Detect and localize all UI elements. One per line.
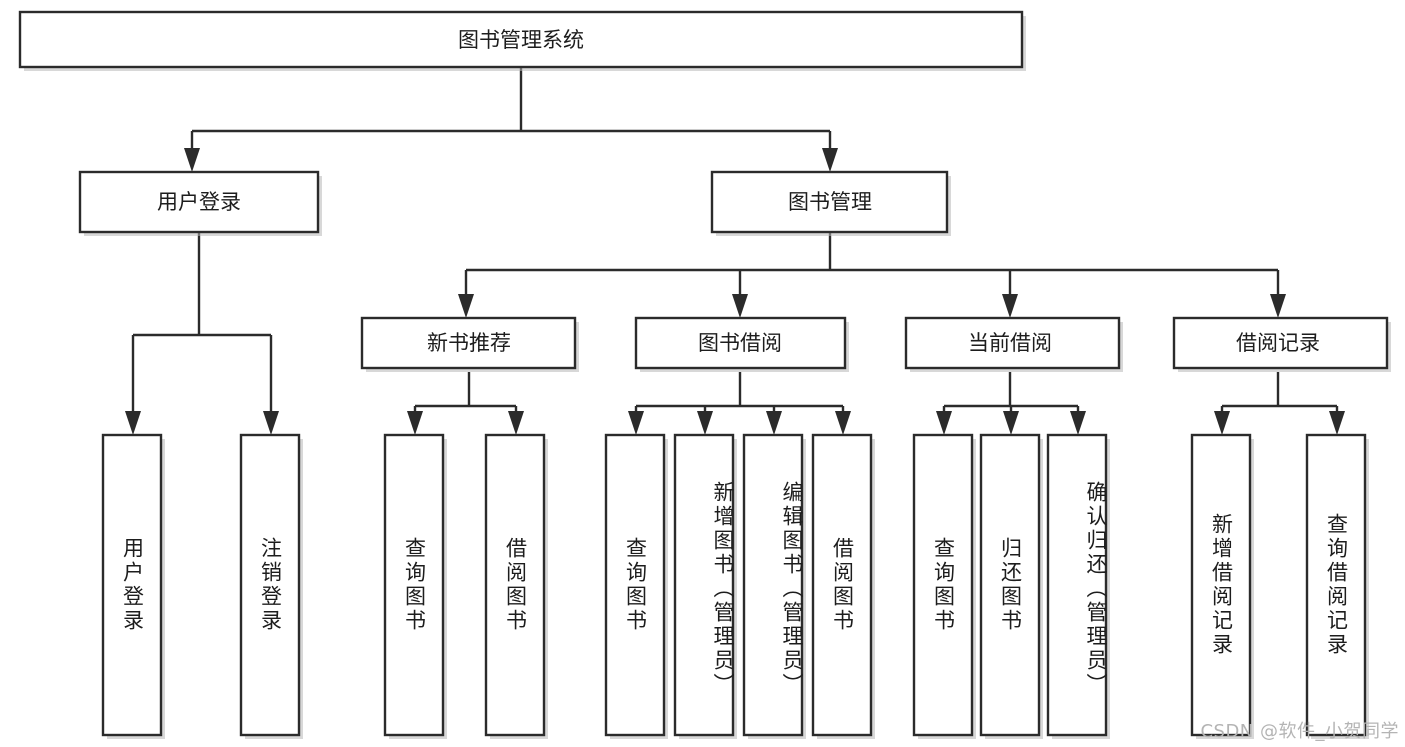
leaf-current-3-label: 确认归还（管理员） (1084, 481, 1108, 697)
node-current-borrow-label: 当前借阅 (968, 331, 1052, 355)
node-book-manage-label: 图书管理 (788, 190, 872, 214)
arrow-borrow-leaf-2 (697, 411, 713, 435)
node-root[interactable]: 图书管理系统 (18, 10, 1026, 71)
arrow-borrow-leaf-1 (628, 411, 644, 435)
leaf-borrow-2-box (673, 433, 735, 737)
leaf-current-1[interactable] (912, 433, 976, 739)
arrow-book-manage-child-4 (1270, 294, 1286, 318)
leaf-recommend-2[interactable] (484, 433, 548, 739)
arrow-root-to-user-login (184, 148, 200, 172)
leaf-record-2[interactable] (1305, 433, 1369, 739)
leaf-borrow-2[interactable] (673, 433, 737, 739)
leaf-record-2-box (1305, 433, 1367, 737)
node-user-login-label: 用户登录 (157, 190, 241, 214)
arrow-current-leaf-1 (936, 411, 952, 435)
arrow-root-to-book-manage (822, 148, 838, 172)
node-book-borrow[interactable]: 图书借阅 (634, 316, 849, 372)
leaf-recommend-2-box (484, 433, 546, 737)
edge-layer (125, 67, 1345, 435)
arrow-book-manage-child-1 (458, 294, 474, 318)
arrow-recommend-leaf-1 (407, 411, 423, 435)
node-borrow-record[interactable]: 借阅记录 (1172, 316, 1391, 372)
arrow-book-manage-child-3 (1002, 294, 1018, 318)
arrow-borrow-leaf-4 (835, 411, 851, 435)
leaf-borrow-1[interactable] (604, 433, 668, 739)
node-current-borrow-box (904, 316, 1121, 370)
leaf-borrow-4-box (811, 433, 873, 737)
node-new-book-recommend-label: 新书推荐 (427, 331, 511, 355)
leaf-borrow-3-label: 编辑图书（管理员） (780, 481, 804, 697)
node-user-login-box (78, 170, 320, 234)
leaf-user-login-1-label: 用户登录 (120, 537, 145, 633)
leaf-record-1[interactable] (1190, 433, 1254, 739)
node-book-manage[interactable]: 图书管理 (710, 170, 951, 236)
arrow-current-leaf-2 (1003, 411, 1019, 435)
leaf-borrow-4-label: 借阅图书 (830, 537, 855, 633)
node-borrow-record-label: 借阅记录 (1236, 331, 1320, 355)
leaf-current-2-label: 归还图书 (998, 537, 1023, 633)
node-root-box (18, 10, 1024, 69)
leaf-recommend-1-box (383, 433, 445, 737)
leaf-user-login-1-box (101, 433, 163, 737)
leaf-recommend-2-label: 借阅图书 (503, 537, 528, 633)
leaf-borrow-1-box (604, 433, 666, 737)
arrow-book-manage-child-2 (732, 294, 748, 318)
arrow-user-login-leaf-2 (263, 411, 279, 435)
leaf-recommend-1[interactable] (383, 433, 447, 739)
leaf-current-2-box (979, 433, 1041, 737)
leaf-borrow-4[interactable] (811, 433, 875, 739)
node-book-borrow-label: 图书借阅 (698, 331, 782, 355)
node-new-book-recommend-box (360, 316, 577, 370)
node-book-manage-box (710, 170, 949, 234)
leaf-recommend-1-label: 查询图书 (402, 537, 427, 633)
node-new-book-recommend[interactable]: 新书推荐 (360, 316, 579, 372)
node-current-borrow[interactable]: 当前借阅 (904, 316, 1123, 372)
leaf-current-3-box (1046, 433, 1108, 737)
leaf-current-1-label: 查询图书 (931, 537, 956, 633)
leaf-user-login-2[interactable] (239, 433, 303, 739)
arrow-user-login-leaf-1 (125, 411, 141, 435)
leaf-record-1-box (1190, 433, 1252, 737)
node-user-login[interactable]: 用户登录 (78, 170, 322, 236)
leaf-current-1-box (912, 433, 974, 737)
arrow-recommend-leaf-2 (508, 411, 524, 435)
arrow-current-leaf-3 (1070, 411, 1086, 435)
csdn-watermark: CSDN @软件_小贺同学 (1200, 721, 1399, 742)
leaf-record-2-label: 查询借阅记录 (1324, 513, 1349, 657)
node-borrow-record-box (1172, 316, 1389, 370)
arrow-borrow-leaf-3 (766, 411, 782, 435)
leaf-user-login-2-label: 注销登录 (258, 537, 283, 633)
leaf-current-3[interactable] (1046, 433, 1110, 739)
leaf-record-1-label: 新增借阅记录 (1209, 513, 1234, 657)
leaf-borrow-3[interactable] (742, 433, 806, 739)
node-book-borrow-box (634, 316, 847, 370)
arrow-record-leaf-2 (1329, 411, 1345, 435)
leaf-user-login-2-box (239, 433, 301, 737)
leaf-current-2[interactable] (979, 433, 1043, 739)
leaf-borrow-3-box (742, 433, 804, 737)
leaf-borrow-1-label: 查询图书 (623, 537, 648, 633)
node-root-label: 图书管理系统 (458, 28, 584, 52)
leaf-borrow-2-label: 新增图书（管理员） (711, 481, 735, 697)
leaf-user-login-1[interactable] (101, 433, 165, 739)
arrow-record-leaf-1 (1214, 411, 1230, 435)
